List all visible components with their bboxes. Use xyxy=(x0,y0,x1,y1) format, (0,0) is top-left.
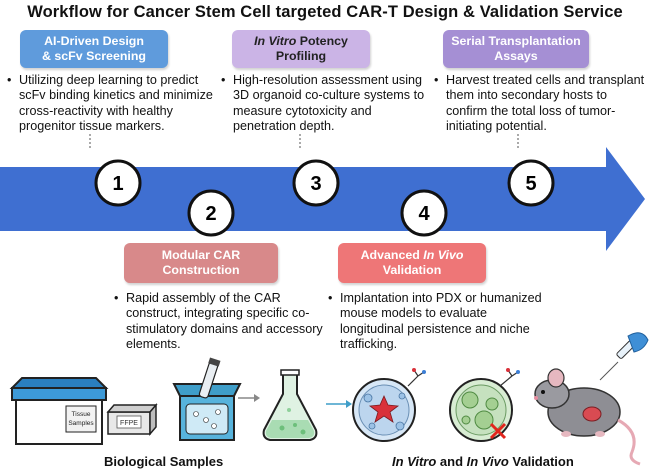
step-number-1: 1 xyxy=(112,173,123,195)
step-circle-4: 4 xyxy=(400,189,448,237)
petri-dish-kill-icon xyxy=(352,368,426,442)
step-number-2: 2 xyxy=(205,203,216,225)
petri-dish-blocked-icon xyxy=(449,368,520,442)
step-4-description: Implantation into PDX or humanized mouse… xyxy=(328,291,545,353)
step-1-description: Utilizing deep learning to predict scFv … xyxy=(7,73,224,135)
svg-text:Tissue: Tissue xyxy=(72,411,91,418)
step-1-title: AI-Driven Design & scFv Screening xyxy=(20,30,168,68)
step-circle-3: 3 xyxy=(292,159,340,207)
step-2-description: Rapid assembly of the CAR construct, int… xyxy=(114,291,331,353)
step-number-5: 5 xyxy=(525,173,536,195)
syringe-icon xyxy=(599,332,649,381)
step-3-description: High-resolution assessment using 3D orga… xyxy=(221,73,438,135)
mouse-icon xyxy=(534,368,641,466)
step-number-4: 4 xyxy=(418,203,430,225)
svg-text:FFPE: FFPE xyxy=(120,420,138,427)
step-4-title: Advanced In Vivo Validation xyxy=(338,243,486,283)
ffpe-block-icon: FFPE xyxy=(106,402,158,437)
step-circle-2: 2 xyxy=(187,189,235,237)
caption-biological-samples: Biological Samples xyxy=(104,454,224,469)
step-circle-1: 1 xyxy=(94,159,142,207)
step-number-3: 3 xyxy=(310,173,321,195)
step-2-title: Modular CAR Construction xyxy=(124,243,278,283)
step-3-title: In Vitro Potency Profiling xyxy=(232,30,370,68)
step-circle-5: 5 xyxy=(507,159,555,207)
step-5-title: Serial Transplantation Assays xyxy=(443,30,589,68)
caption-validation: In Vitro and In Vivo Validation xyxy=(392,454,574,469)
page-title: Workflow for Cancer Stem Cell targeted C… xyxy=(27,3,623,21)
cooler-icon xyxy=(172,357,242,441)
sample-box-icon: Tissue Samples xyxy=(9,377,109,445)
svg-text:Samples: Samples xyxy=(68,420,94,427)
step-5-description: Harvest treated cells and transplant the… xyxy=(434,73,648,135)
flask-icon xyxy=(262,369,318,441)
